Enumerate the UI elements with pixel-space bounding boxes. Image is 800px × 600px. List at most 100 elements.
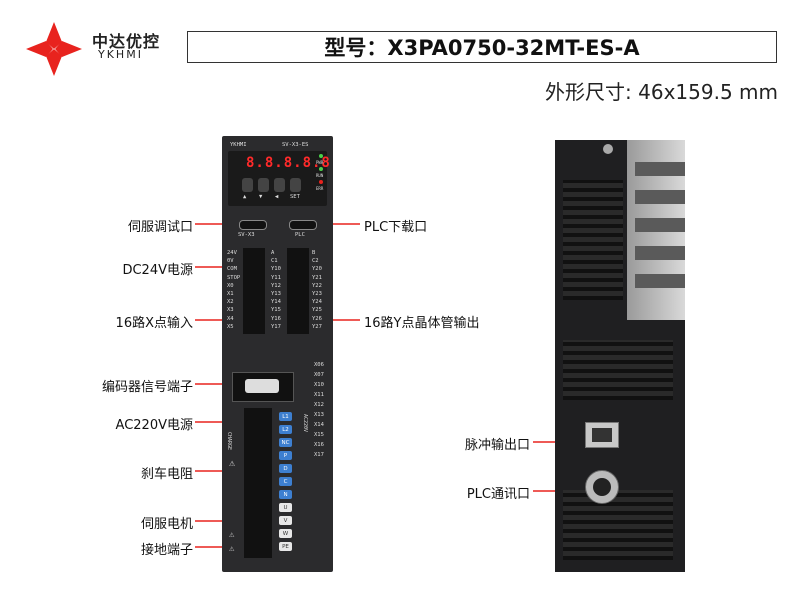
mid-term: Y17 <box>271 323 281 330</box>
encoder-connector[interactable] <box>232 372 294 402</box>
led-run-label: RUN <box>316 173 324 178</box>
term-pill: L1 <box>279 412 292 421</box>
mid-term: Y10 <box>271 266 281 273</box>
label-ground: 接地端子 <box>140 543 193 558</box>
right-term: Y23 <box>312 290 322 297</box>
left-term: X3 <box>227 307 234 314</box>
term-pill: U <box>279 503 292 512</box>
key-3-button[interactable] <box>274 178 285 192</box>
right-term: Y20 <box>312 266 322 273</box>
left-term: STOP <box>227 274 241 281</box>
mid-term: Y13 <box>271 290 281 297</box>
left-term: COM <box>227 266 237 273</box>
label-plc-comm: PLC通讯口 <box>466 487 530 502</box>
mid-term: Y14 <box>271 299 281 306</box>
mid-term: Y16 <box>271 315 281 322</box>
x-term: X11 <box>314 392 324 398</box>
x-terminal-labels: X06 X07 X10 X11 X12 X13 X14 X15 X16 X17 <box>314 362 332 462</box>
fin <box>635 218 685 232</box>
pulse-rj45-port[interactable] <box>585 422 619 448</box>
left-terminal-labels: 24V 0V COM STOP X0 X1 X2 X3 X4 X5 <box>227 250 243 332</box>
vent-grille <box>563 180 623 300</box>
screw-icon <box>603 144 613 154</box>
input-terminal-block <box>243 248 265 334</box>
key-left-icon: ◀ <box>275 194 279 200</box>
model-title: 型号：X3PA0750-32MT-ES-A <box>187 31 777 63</box>
key-1-button[interactable] <box>242 178 253 192</box>
key-down-icon: ▼ <box>259 194 263 200</box>
din-socket-icon <box>593 478 611 496</box>
output-terminal-block <box>287 248 309 334</box>
brand-logo <box>24 20 84 78</box>
drive-side <box>555 140 685 572</box>
servo-usb-port[interactable] <box>239 220 267 230</box>
display-panel: 8.8.8.8.8 PWR RUN ERR ▲ ▼ ◀ SET <box>228 151 330 206</box>
right-term: Y24 <box>312 299 322 306</box>
port-right-label: PLC <box>295 232 305 238</box>
led-pwr-icon <box>319 154 323 158</box>
label-brake: 刹车电阻 <box>140 467 193 482</box>
vent-grille <box>563 340 673 400</box>
encoder-plug-icon <box>245 379 279 393</box>
term-pill: C <box>279 477 292 486</box>
heatsink <box>627 140 685 320</box>
mid-terminal-labels: A C1 Y10 Y11 Y12 Y13 Y14 Y15 Y16 Y17 <box>271 250 285 332</box>
label-y-outputs: 16路Y点晶体管输出 <box>364 316 480 331</box>
key-set-button[interactable] <box>290 178 301 192</box>
device-model: SV-X3-ES <box>282 142 309 148</box>
term-pill: P <box>279 451 292 460</box>
right-term: Y27 <box>312 323 322 330</box>
term-pill: L2 <box>279 425 292 434</box>
device-brand: YKHMI <box>230 142 247 148</box>
label-dc24v: DC24V电源 <box>122 263 193 278</box>
fin <box>635 162 685 176</box>
drive-front: YKHMI SV-X3-ES 8.8.8.8.8 PWR RUN ERR ▲ ▼… <box>222 136 333 572</box>
logo-diamond-icon <box>26 22 82 76</box>
fin <box>635 274 685 288</box>
right-term: Y26 <box>312 315 322 322</box>
right-term: Y21 <box>312 274 322 281</box>
label-x-inputs: 16路X点输入 <box>115 316 193 331</box>
left-term: X0 <box>227 282 234 289</box>
plc-mini-din-port[interactable] <box>585 470 619 504</box>
left-term: X1 <box>227 290 234 297</box>
port-left-label: SV-X3 <box>238 232 255 238</box>
mid-term: A <box>271 250 275 256</box>
mid-term: Y12 <box>271 282 281 289</box>
key-up-icon: ▲ <box>243 194 247 200</box>
warning-icon: ⚠ <box>229 458 236 469</box>
label-ac220v: AC220V电源 <box>115 418 193 433</box>
x-term: X06 <box>314 362 324 368</box>
x-term: X12 <box>314 402 324 408</box>
x-term: X15 <box>314 432 324 438</box>
fin <box>635 246 685 260</box>
label-motor: 伺服电机 <box>140 517 193 532</box>
led-pwr-label: PWR <box>316 160 324 165</box>
left-term: X5 <box>227 323 234 330</box>
warning-icon: ⚠ <box>229 530 235 540</box>
left-term: 24V <box>227 250 237 256</box>
warning-icon: ⚠ <box>229 544 235 554</box>
brand-name-en: YKHMI <box>98 48 143 61</box>
label-servo-port: 伺服调试口 <box>127 220 193 235</box>
x-term: X13 <box>314 412 324 418</box>
plc-usb-port[interactable] <box>289 220 317 230</box>
x-term: X17 <box>314 452 324 458</box>
led-err-icon <box>319 180 323 184</box>
right-terminal-labels: B C2 Y20 Y21 Y22 Y23 Y24 Y25 Y26 Y27 <box>312 250 332 332</box>
fin <box>635 190 685 204</box>
right-term: C2 <box>312 258 319 265</box>
size-text: 外形尺寸: 46x159.5 mm <box>545 80 778 104</box>
term-pill: N <box>279 490 292 499</box>
right-term: Y22 <box>312 282 322 289</box>
led-err-label: ERR <box>316 186 324 191</box>
term-pill: PE <box>279 542 292 551</box>
left-term: 0V <box>227 258 234 265</box>
mid-term: Y11 <box>271 274 281 281</box>
key-2-button[interactable] <box>258 178 269 192</box>
charge-label: CHARGE <box>226 432 232 451</box>
power-terminal-block <box>244 408 272 558</box>
term-pill: D <box>279 464 292 473</box>
term-pill: V <box>279 516 292 525</box>
label-plc-port: PLC下载口 <box>364 220 428 235</box>
